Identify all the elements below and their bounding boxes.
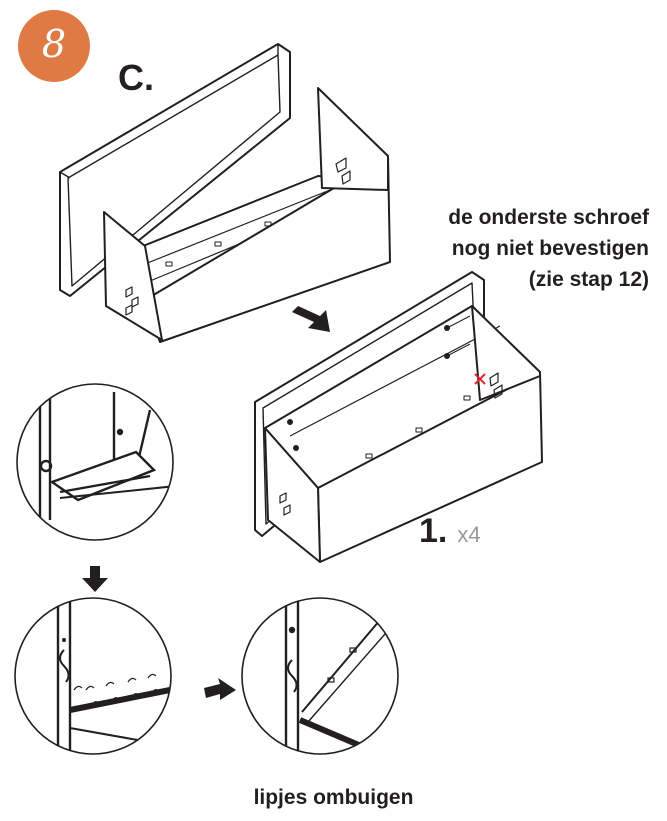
screw-note: de onderste schroef nog niet bevestigen … — [389, 202, 649, 295]
sub-step-label: C. — [118, 57, 154, 98]
arrow-down-icon — [82, 566, 108, 592]
arrow-right-icon — [204, 678, 236, 700]
step-number: 8 — [41, 22, 67, 66]
step-badge: 8 — [18, 10, 90, 82]
detail-circle-3 — [241, 597, 399, 755]
detail-circle-2 — [14, 597, 172, 755]
screw-note-line-1: de onderste schroef — [448, 206, 649, 229]
frame-and-box-top — [59, 43, 391, 343]
quantity-label: 1. x4 — [419, 512, 481, 551]
quantity-count: x4 — [457, 522, 481, 547]
detail-caption: lipjes ombuigen — [253, 786, 414, 809]
screw-note-line-3: (zie stap 12) — [528, 268, 649, 291]
arrow-diagonal-down-icon — [292, 306, 330, 332]
frame-and-box-assembled — [254, 271, 543, 563]
screw-note-line-2: nog niet bevestigen — [451, 237, 649, 260]
detail-circle-1 — [16, 383, 174, 541]
quantity-step: 1. — [419, 512, 448, 550]
red-cross-icon — [474, 373, 486, 385]
